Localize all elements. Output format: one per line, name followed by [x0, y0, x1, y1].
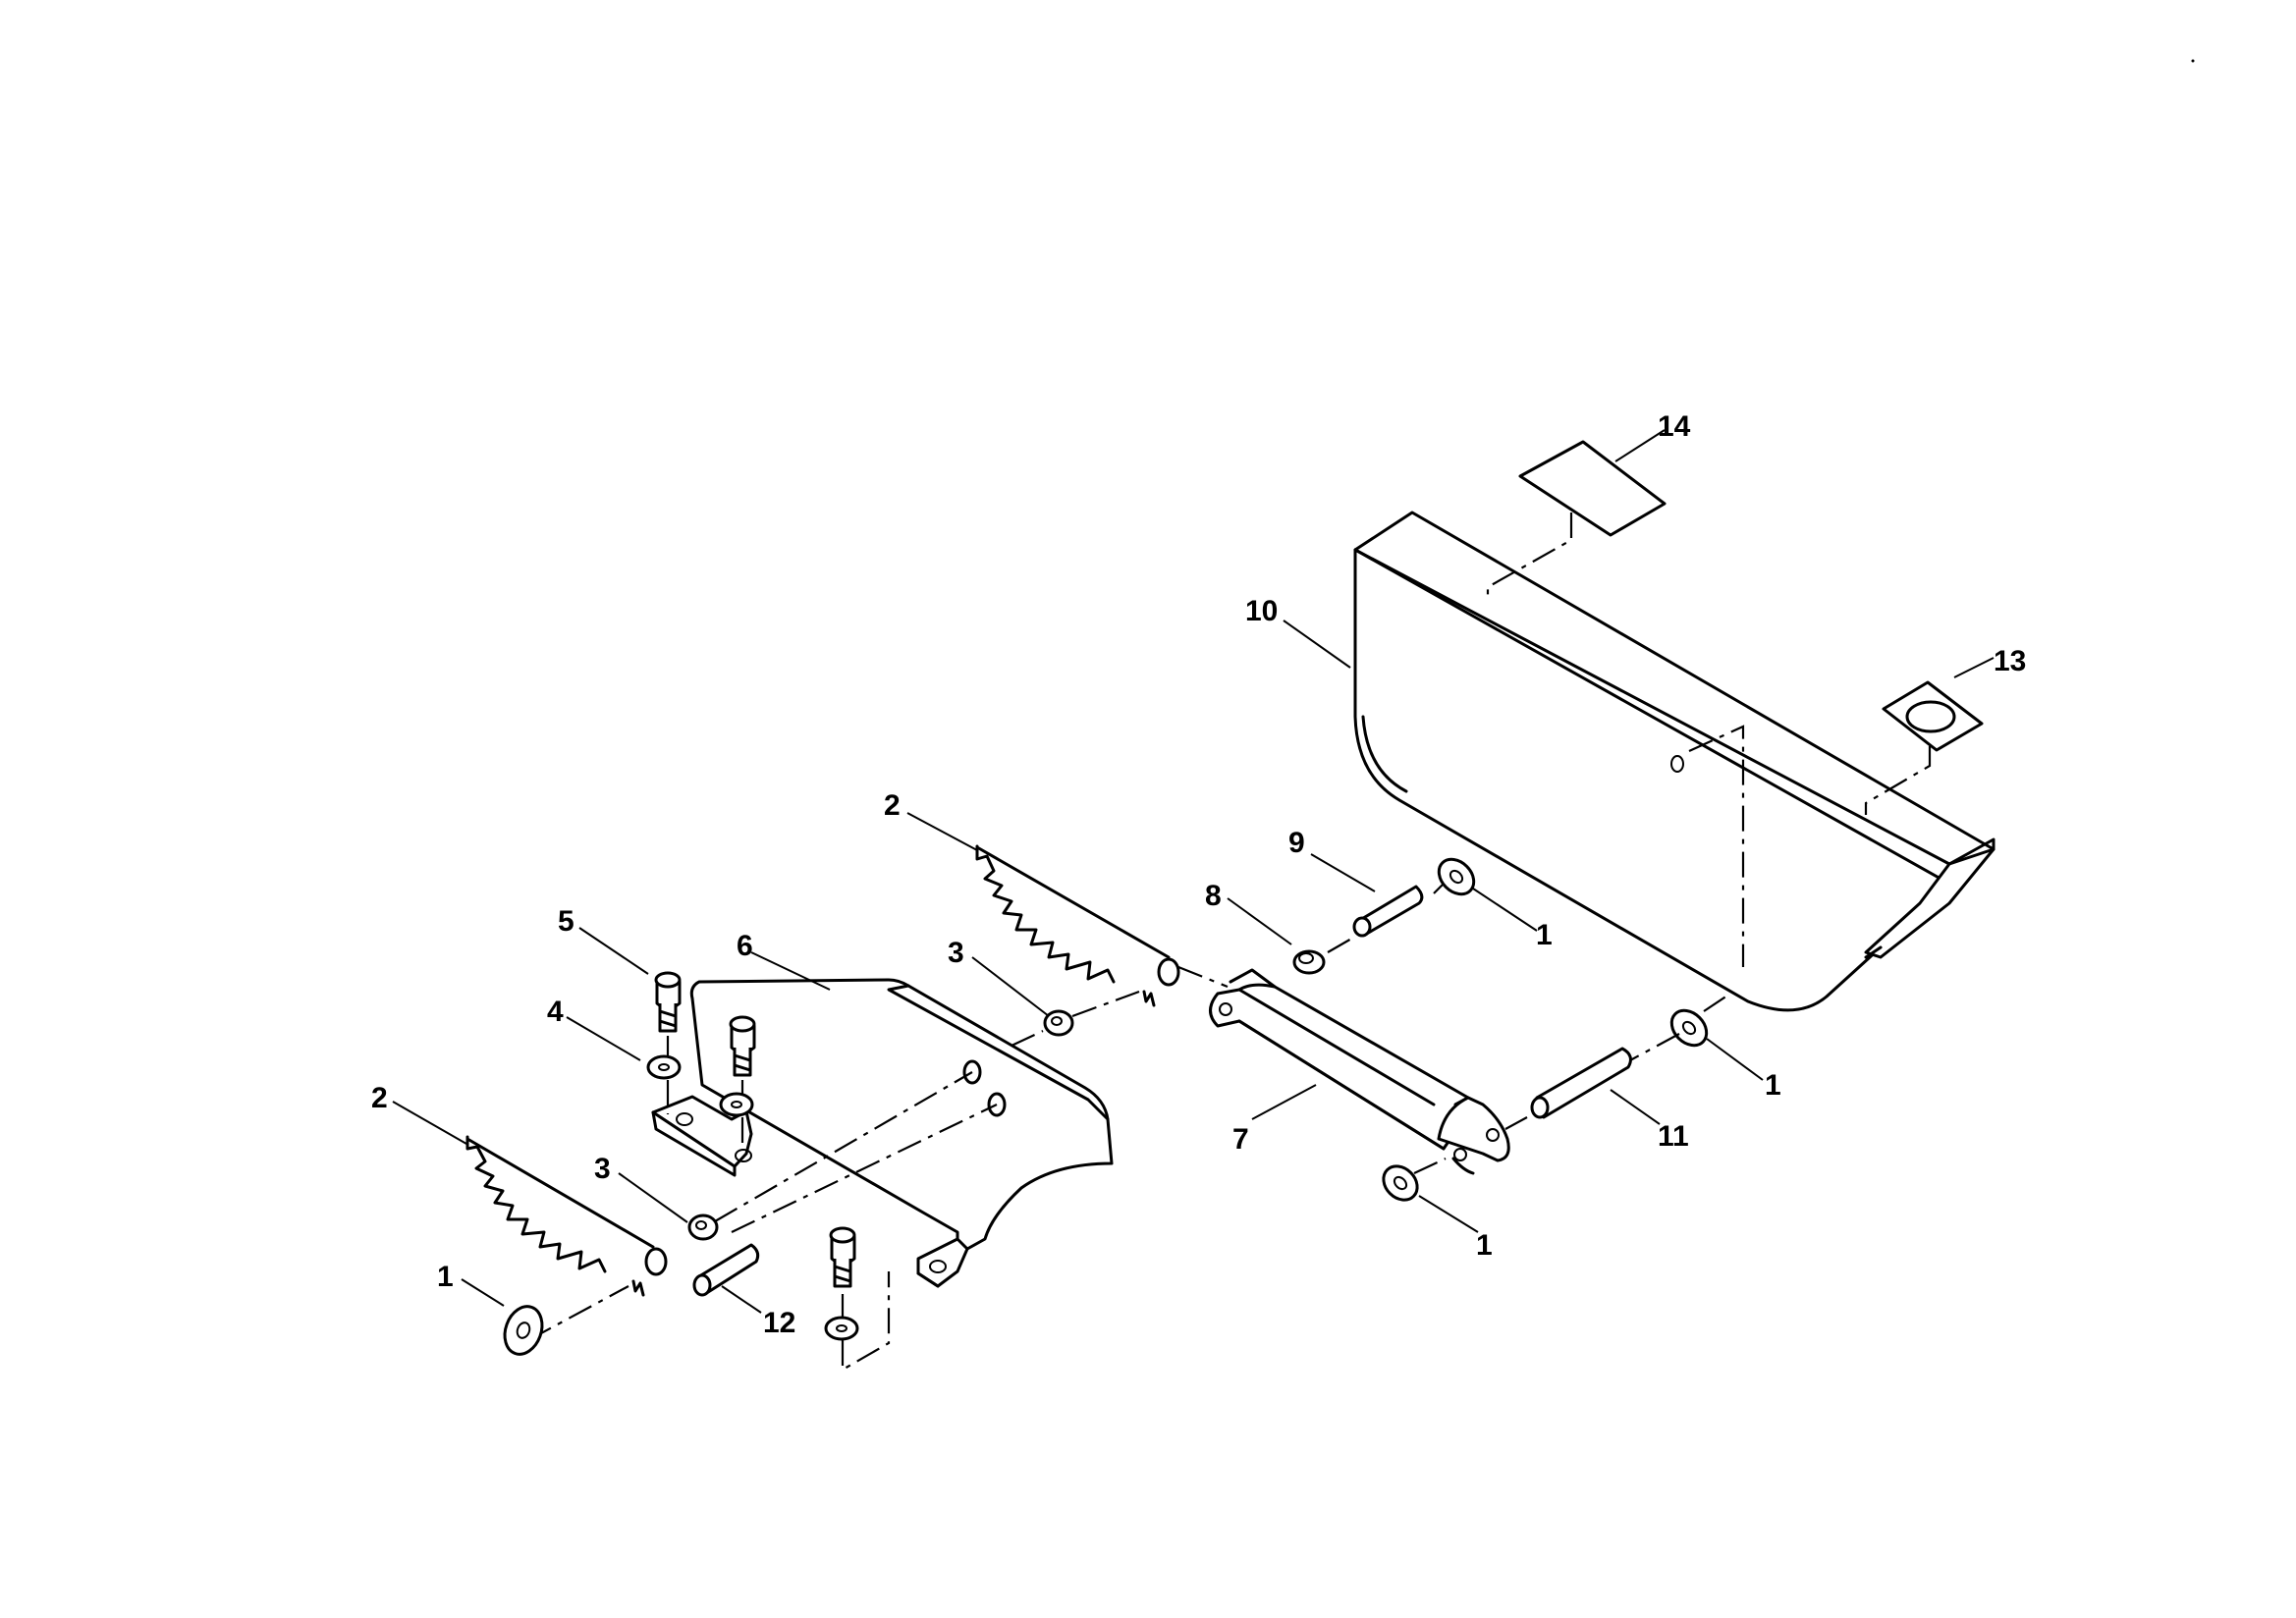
part-4-washer-lower: [824, 1316, 859, 1341]
part-3-upper-spacer: [1043, 1009, 1074, 1037]
part-6-bracket: [651, 978, 1114, 1288]
part-12-dowel-pin: [692, 1243, 760, 1297]
callout-3-lower: 3: [594, 1153, 611, 1185]
callout-1-right: 1: [1765, 1069, 1781, 1102]
callout-3-upper: 3: [948, 937, 964, 969]
part-2-lower-blade-spring: [465, 1135, 668, 1297]
callout-1-far-left: 1: [437, 1261, 454, 1293]
part-14-label-plate: [1518, 440, 1667, 537]
callout-9: 9: [1288, 827, 1305, 859]
part-11-pin: [1530, 1047, 1632, 1119]
callout-14: 14: [1658, 410, 1691, 443]
callout-11: 11: [1658, 1120, 1689, 1153]
part-9-pin: [1352, 885, 1424, 938]
callout-leaders: [392, 429, 1995, 1314]
part-1-washer-right: [1669, 1008, 1709, 1048]
callout-7: 7: [1232, 1123, 1249, 1156]
part-2-upper-blade-spring: [975, 844, 1180, 1007]
part-4-washer-middle: [719, 1092, 754, 1117]
part-5-screw-left: [654, 971, 682, 1033]
part-8-bushing: [1292, 949, 1326, 975]
callout-12: 12: [763, 1307, 795, 1339]
part-3-lower-spacer: [687, 1214, 719, 1241]
scan-dot: [2191, 59, 2195, 63]
callout-1-upper: 1: [1536, 919, 1553, 951]
callout-2-lower: 2: [371, 1082, 388, 1114]
part-1-washer-far-left: [503, 1305, 544, 1356]
part-10-guard-housing: [1353, 440, 1995, 1012]
callout-10: 10: [1245, 595, 1278, 627]
callout-2-upper: 2: [884, 789, 901, 822]
part-1-washer-lower: [1382, 1164, 1419, 1202]
part-5-screw-lower: [829, 1226, 856, 1288]
callout-6: 6: [737, 930, 753, 962]
callout-8: 8: [1205, 880, 1222, 912]
callout-1-lower: 1: [1476, 1229, 1493, 1262]
part-7-arm: [1209, 968, 1510, 1175]
callout-4: 4: [547, 996, 564, 1028]
part-5-screw-middle: [729, 1015, 756, 1077]
callout-labels: 14 10 13 2 9 8 1 5 6 3 4 1 2 7 11 3 1 1 …: [371, 410, 2026, 1339]
callout-5: 5: [558, 905, 574, 938]
part-4-washer-left: [646, 1054, 682, 1080]
part-1-washer-upper: [1437, 857, 1476, 896]
callout-13: 13: [1994, 645, 2026, 677]
